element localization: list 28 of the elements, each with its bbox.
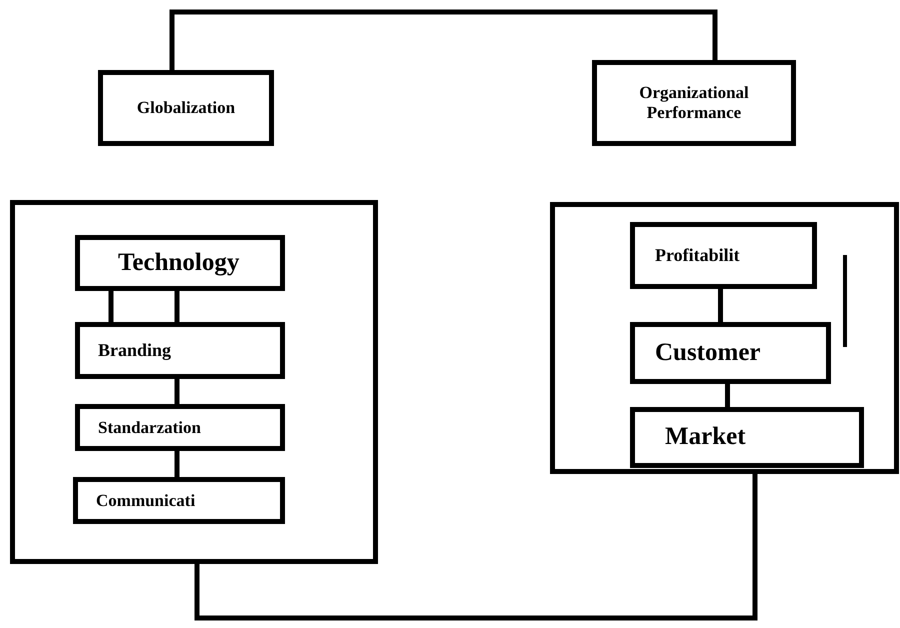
box-label: Customer — [655, 338, 762, 368]
box-label: Technology — [118, 248, 240, 278]
connector-line — [174, 451, 180, 477]
concept-box — [592, 60, 796, 146]
connector-line — [108, 291, 114, 322]
concept-box — [630, 222, 817, 289]
group-box — [10, 200, 378, 564]
concept-box — [75, 404, 285, 451]
group-box — [550, 202, 899, 474]
box-label: Branding — [98, 340, 172, 361]
connector-line — [174, 379, 180, 404]
concept-box — [73, 477, 285, 524]
concept-box — [75, 235, 285, 291]
concept-box — [98, 70, 274, 146]
box-label: Globalization — [136, 98, 236, 118]
box-label: Standarzation — [98, 418, 202, 438]
concept-box — [630, 407, 864, 468]
box-label: Profitabilit — [655, 245, 741, 266]
connector-line — [170, 10, 718, 70]
connector-line — [725, 384, 730, 407]
connector-line — [174, 291, 180, 322]
box-label: Market — [665, 423, 747, 452]
connector-line — [718, 289, 723, 322]
concept-box — [630, 322, 831, 384]
box-label: Communicati — [96, 490, 196, 510]
box-label: Organizational Performance — [638, 83, 750, 123]
connector-line — [194, 474, 758, 620]
concept-box — [75, 322, 285, 379]
